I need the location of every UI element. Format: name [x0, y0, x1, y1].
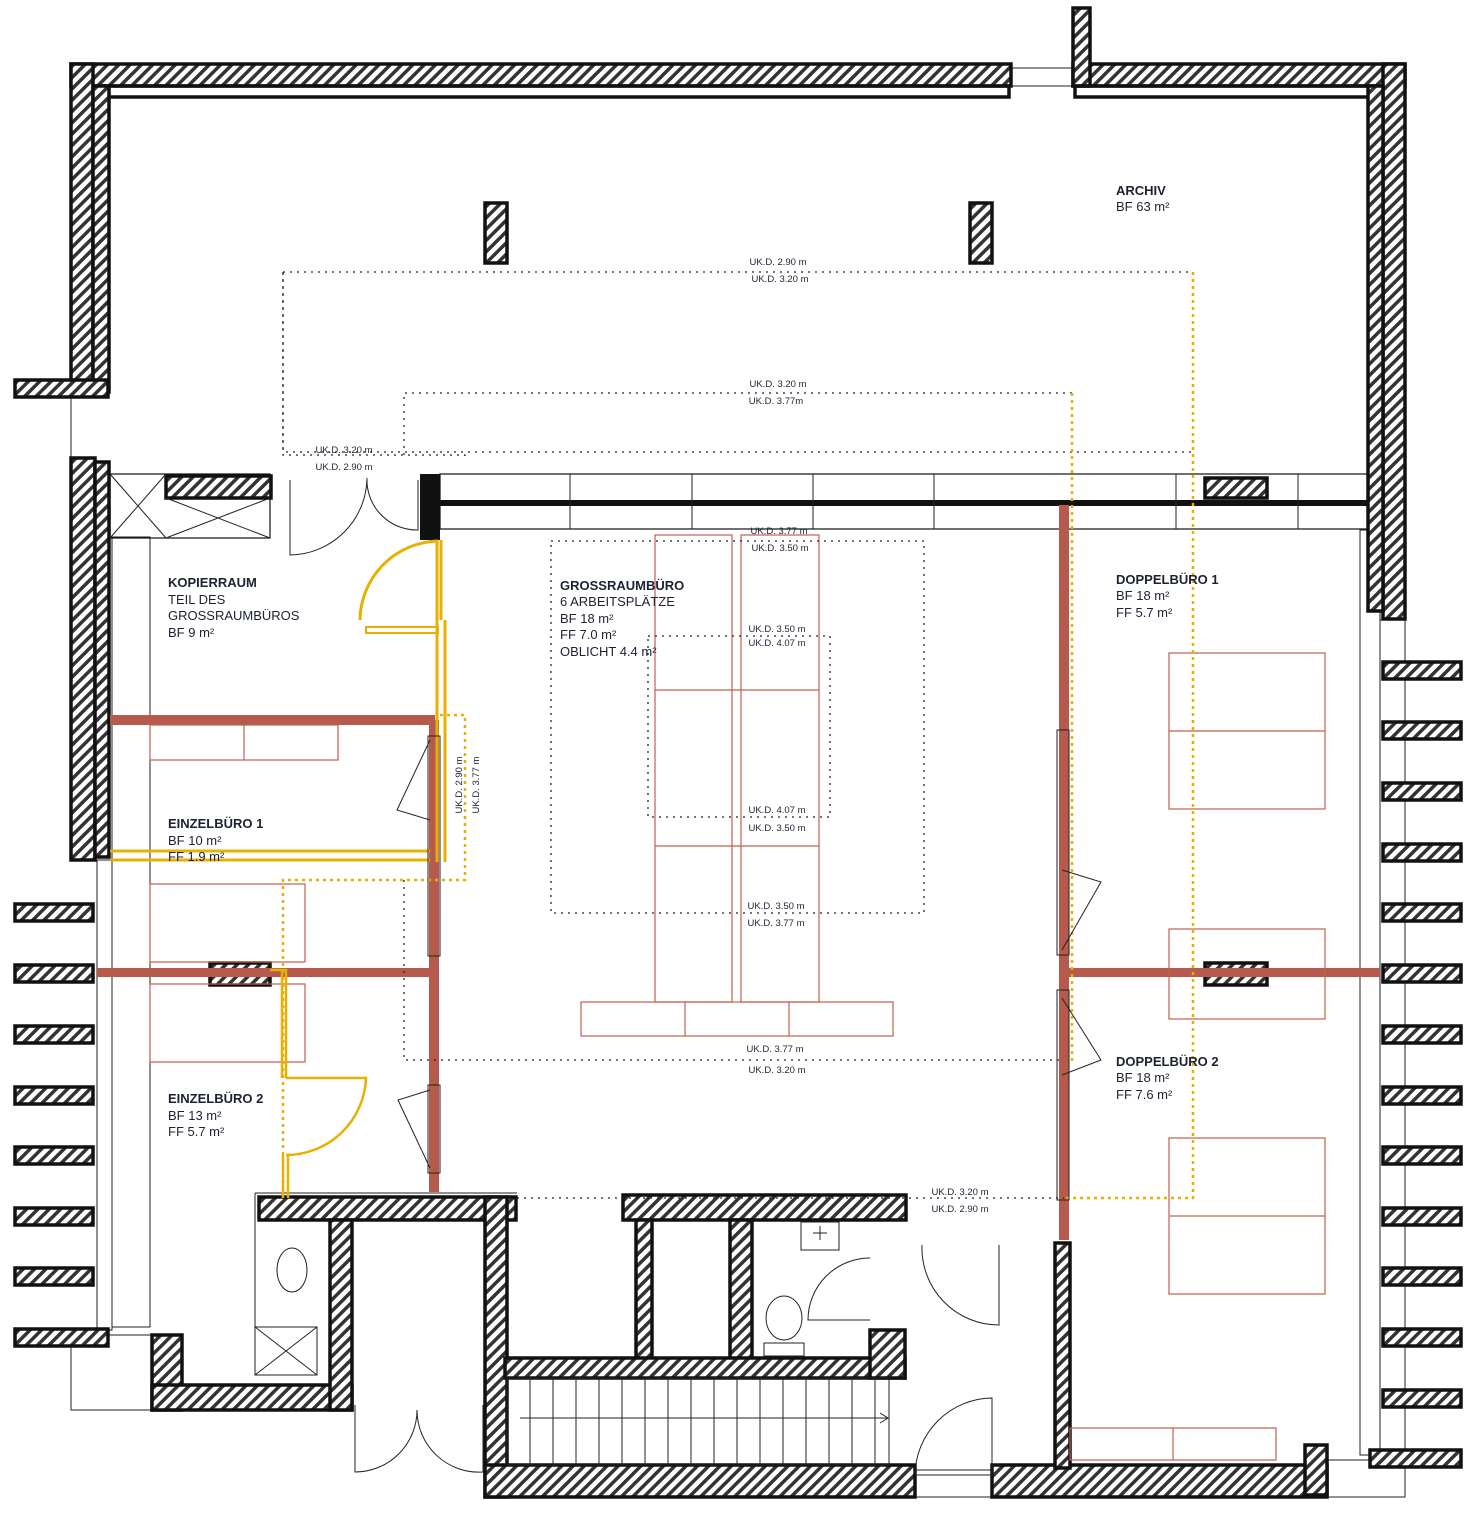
- room-area: BF 18 m²: [1116, 1070, 1170, 1085]
- height-label: UK.D. 3.77 m: [750, 526, 807, 537]
- height-label: UK.D. 2.90 m: [315, 462, 372, 473]
- height-label: UK.D. 2.90 m: [931, 1204, 988, 1215]
- room-area: BF 10 m²: [168, 833, 222, 848]
- room-oblicht: OBLICHT 4.4 m²: [560, 644, 657, 659]
- ceiling-zones: [281, 271, 1195, 1200]
- room-label-kopierraum: KOPIERRAUM TEIL DES GROSSRAUMBÜROS BF 9 …: [168, 575, 300, 640]
- room-name: EINZELBÜRO 2: [168, 1091, 263, 1106]
- room-label-einzel1: EINZELBÜRO 1 BF 10 m² FF 1.9 m²: [168, 816, 263, 864]
- height-label: UK.D. 3.20 m: [931, 1187, 988, 1198]
- room-area: BF 13 m²: [168, 1108, 222, 1123]
- room-name: KOPIERRAUM: [168, 575, 257, 590]
- height-label: UK.D. 2.90 m: [454, 756, 465, 813]
- room-label-doppel1: DOPPELBÜRO 1 BF 18 m² FF 5.7 m²: [1116, 572, 1219, 620]
- room-label-einzel2: EINZELBÜRO 2 BF 13 m² FF 5.7 m²: [168, 1091, 263, 1139]
- sanitary-fixtures: [254, 1221, 840, 1376]
- height-label: UK.D. 3.50 m: [748, 823, 805, 834]
- height-label: UK.D. 3.20 m: [748, 1065, 805, 1076]
- height-label: UK.D. 3.20 m: [315, 445, 372, 456]
- room-name: ARCHIV: [1116, 183, 1166, 198]
- height-label: UK.D. 3.50 m: [751, 543, 808, 554]
- room-name: EINZELBÜRO 1: [168, 816, 263, 831]
- ceiling-height-annotations: UK.D. 2.90 m UK.D. 3.20 m UK.D. 3.20 m U…: [315, 257, 988, 1215]
- room-area: BF 9 m²: [168, 625, 215, 640]
- room-name: DOPPELBÜRO 1: [1116, 572, 1219, 587]
- height-label: UK.D. 3.77 m: [746, 1044, 803, 1055]
- room-label-grossraum: GROSSRAUMBÜRO 6 ARBEITSPLÄTZE BF 18 m² F…: [560, 578, 684, 659]
- height-label: UK.D. 3.50 m: [748, 624, 805, 635]
- room-label-doppel2: DOPPELBÜRO 2 BF 18 m² FF 7.6 m²: [1116, 1054, 1219, 1102]
- room-name: GROSSRAUMBÜRO: [560, 578, 684, 593]
- height-label: UK.D. 2.90 m: [749, 257, 806, 268]
- height-label: UK.D. 3.77 m: [471, 756, 482, 813]
- room-name: DOPPELBÜRO 2: [1116, 1054, 1219, 1069]
- room-area: BF 18 m²: [1116, 588, 1170, 603]
- room-area: BF 18 m²: [560, 611, 614, 626]
- skylight-strip: [109, 473, 1369, 539]
- room-ff: FF 5.7 m²: [1116, 605, 1173, 620]
- room-label-archiv: ARCHIV BF 63 m²: [1116, 183, 1170, 214]
- room-note: GROSSRAUMBÜROS: [168, 608, 300, 623]
- structural-walls: [13, 6, 1463, 1499]
- height-label: UK.D. 3.77 m: [747, 918, 804, 929]
- height-label: UK.D. 3.77m: [749, 396, 803, 407]
- height-label: UK.D. 4.07 m: [748, 638, 805, 649]
- room-note: TEIL DES: [168, 592, 226, 607]
- height-label: UK.D. 3.50 m: [747, 901, 804, 912]
- doors: [289, 477, 1102, 1476]
- height-label: UK.D. 4.07 m: [748, 805, 805, 816]
- room-ff: FF 1.9 m²: [168, 849, 225, 864]
- room-ff: FF 7.0 m²: [560, 627, 617, 642]
- height-label: UK.D. 3.20 m: [749, 379, 806, 390]
- glass-partitions: [110, 539, 447, 1198]
- height-label: UK.D. 3.20 m: [751, 274, 808, 285]
- room-ff: FF 5.7 m²: [168, 1124, 225, 1139]
- room-area: BF 63 m²: [1116, 199, 1170, 214]
- room-ff: FF 7.6 m²: [1116, 1087, 1173, 1102]
- furniture: [149, 534, 1326, 1461]
- stairs: [506, 1377, 890, 1466]
- room-note: 6 ARBEITSPLÄTZE: [560, 594, 675, 609]
